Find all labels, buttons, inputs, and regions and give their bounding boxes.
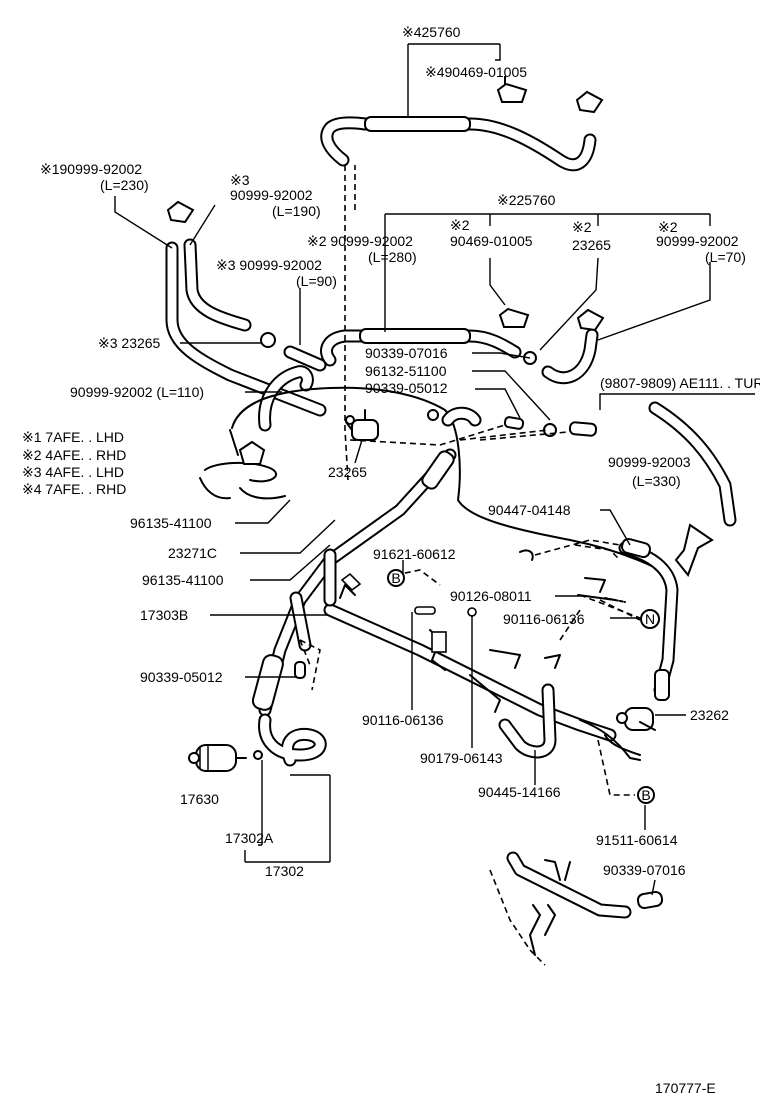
marker-b-label: B [641,787,650,803]
part-label: ※225760 [497,192,556,208]
hose-assembly-225760 [320,307,605,385]
part-label: 90339-05012 [365,380,448,396]
marker-b-circle [637,786,655,804]
engine-body-outline [199,386,661,571]
part-label: 23262 [690,707,729,723]
note-3: ※3 4AFE. . LHD [22,464,124,480]
right-hose-23262 [604,537,679,756]
part-label: 96132-51100 [365,363,447,379]
vacuum-cap-icon [575,90,604,114]
left-upper-hoses [165,200,327,432]
marker-n-label: N [645,611,655,627]
part-label: 90339-07016 [603,862,686,878]
marker-b-label: B [391,570,400,586]
leader-lines [114,43,755,896]
dashed-guides [299,165,641,966]
part-label: ※490469-01005 [425,64,527,80]
bottom-pipes [506,851,664,956]
part-label: 17303B [140,607,188,623]
center-fittings [427,406,598,437]
part-label: 90339-05012 [140,669,223,685]
part-label: 90999-92002 [656,233,739,249]
part-label: 91511-60614 [596,832,678,848]
part-label: 90445-14166 [478,784,561,800]
marker-b-circle [387,569,405,587]
vsv-valve-icon [496,76,528,103]
part-label: 96135-41100 [130,515,212,531]
part-label: ※425760 [402,24,461,40]
part-label: 90116-06136 [503,611,585,627]
part-label: 17302 [265,863,304,879]
part-label: (L=70) [705,249,746,265]
part-label: (L=280) [368,249,417,265]
pipe-17302A [253,591,327,767]
note-1: ※1 7AFE. . LHD [22,429,124,445]
part-label: ※2 [572,219,592,235]
vsv-23265 [345,409,379,441]
part-label: ※2 [450,217,470,233]
vsv-valve-icon [238,440,266,465]
part-label: 90179-06143 [420,750,503,766]
part-label: (L=330) [632,473,681,489]
part-label: 90999-92002 [230,187,313,203]
part-label: 90339-07016 [365,345,448,361]
part-label: ※190999-92002 [40,161,142,177]
hose-90445-14166 [498,683,557,759]
hose-assembly-425760 [320,76,604,172]
part-label: ※3 23265 [98,335,161,351]
filter-17630 [188,744,247,772]
main-pipe-17303B [251,448,617,742]
note-4: ※4 7AFE. . RHD [22,481,126,497]
circle-markers: B N B [387,569,660,804]
part-label: 91621-60612 [373,546,456,562]
part-label: 96135-41100 [142,572,224,588]
variant-label: (9807-9809) AE111. . TUR [600,375,760,391]
part-label: ※2 [658,219,678,235]
part-label: 90999-92002 (L=110) [70,384,204,400]
part-label: 23265 [328,464,367,480]
part-label: ※3 90999-92002 [216,257,322,273]
part-label: ※2 90999-92002 [307,233,413,249]
part-label: 90999-92003 [608,454,691,470]
part-label: 90447-04148 [488,502,571,518]
part-labels: ※425760 ※490469-01005 ※190999-92002 (L=2… [22,24,760,1096]
part-label: ※3 [230,172,250,188]
misc-fittings [339,549,641,761]
part-label: (L=90) [296,273,337,289]
note-2: ※2 4AFE. . RHD [22,447,126,463]
part-label: (L=190) [272,203,321,219]
part-label: 17630 [180,791,219,807]
part-label: 17302A [225,830,274,846]
vsv-valve-icon [498,307,530,328]
part-label: (L=230) [100,177,149,193]
part-label: 90126-08011 [450,588,532,604]
part-label: 23265 [572,237,611,253]
arrow-icon [674,523,714,578]
marker-n-circle [640,609,660,629]
part-label: 90469-01005 [450,233,533,249]
part-label: 90116-06136 [362,712,444,728]
drawing-code: 170777-E [655,1080,716,1096]
vacuum-cap-icon [576,308,605,332]
part-label: 23271C [168,545,217,561]
variant-hose [648,401,737,578]
vacuum-cap-icon [166,200,195,224]
